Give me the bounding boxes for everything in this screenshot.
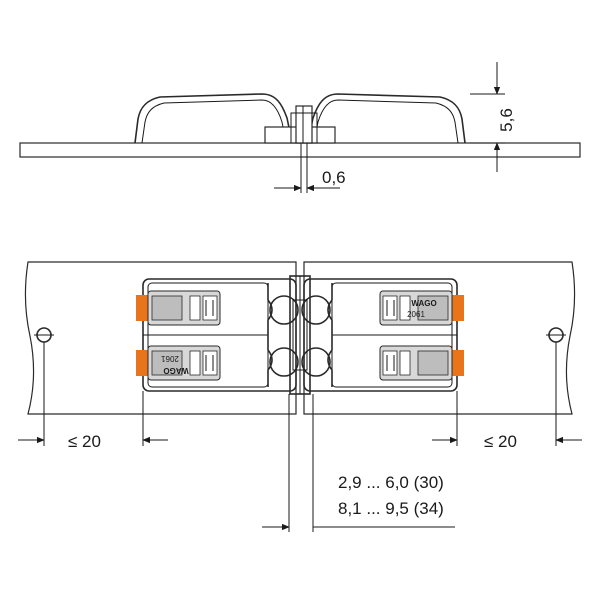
side-housing-left	[134, 93, 293, 144]
side-center-post	[295, 105, 313, 144]
wire-slot-left-bottom: 2061 WAGO	[136, 345, 221, 381]
central-coupling	[269, 275, 331, 395]
marking-left-inverted: 2061	[161, 354, 179, 363]
top-board-left	[24, 261, 297, 415]
wire-slot-right-bottom	[379, 345, 464, 381]
brand-right: WAGO	[411, 299, 436, 308]
marking-right: 2061	[407, 310, 425, 319]
side-view: 5,6 0,6	[19, 62, 581, 193]
board-gap-dimension-label: 0,6	[322, 168, 346, 187]
gap-range-1-label: 2,9 ... 6,0 (30)	[338, 473, 444, 492]
height-dimension-label: 5,6	[497, 108, 516, 132]
side-housing-right	[307, 93, 466, 144]
wire-slot-right-top: WAGO 2061	[379, 290, 464, 326]
wire-slot-left-top	[136, 290, 221, 326]
brand-left-inverted: WAGO	[163, 366, 188, 375]
top-board-right	[303, 261, 576, 415]
side-board	[19, 142, 581, 158]
top-view: 2061 WAGO WAGO 2061	[18, 261, 582, 532]
connector-housing-right: WAGO 2061	[303, 278, 464, 392]
connector-housing-left: 2061 WAGO	[136, 278, 297, 392]
right-edge-distance-label: ≤ 20	[484, 432, 517, 451]
left-edge-distance-label: ≤ 20	[68, 432, 101, 451]
gap-range-2-label: 8,1 ... 9,5 (34)	[338, 499, 444, 518]
